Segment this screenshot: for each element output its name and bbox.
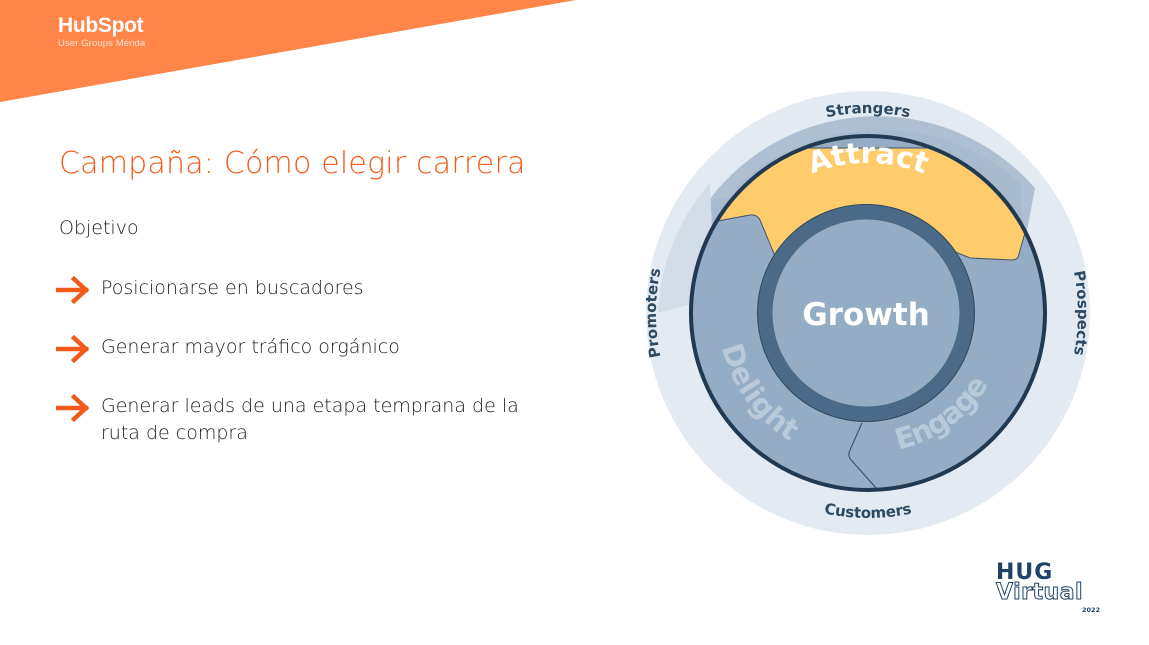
arrow-right-icon	[56, 335, 90, 363]
slide-title: Campaña: Cómo elegir carrera	[59, 146, 526, 181]
objectives-list: Posicionarse en buscadores Generar mayor…	[56, 275, 576, 477]
growth-ring	[757, 204, 975, 422]
brand-text: HubSpot	[58, 14, 144, 37]
virtual-text: Virtual	[996, 580, 1084, 605]
brand-name: HubSpot	[58, 15, 145, 37]
objective-heading: Objetivo	[59, 217, 139, 239]
hug-text: HUG	[996, 560, 1054, 585]
arrow-right-icon	[56, 276, 90, 304]
year-text: 2022	[1082, 606, 1101, 614]
attract-segment	[691, 147, 1045, 261]
bullet-text: Generar mayor tráfico orgánico	[101, 336, 400, 358]
brand-subtitle: User Groups Mérida	[58, 38, 146, 49]
hug-virtual-logo: HUG Virtual 2022	[996, 562, 1106, 622]
bullet-text: Posicionarse en buscadores	[101, 277, 364, 299]
prospects-label: Prospects	[1070, 269, 1092, 357]
bullet-text: Generar leads de una etapa temprana de l…	[101, 395, 519, 444]
engage-divider	[848, 422, 886, 490]
flywheel-diagram: Growth Attract Engage Delight Strangers …	[642, 91, 1092, 535]
wheel-border	[689, 134, 1047, 492]
growth-label: Growth	[802, 297, 930, 333]
hubspot-logo: HubSpot User Groups Mérida	[58, 15, 146, 50]
list-item: Generar leads de una etapa temprana de l…	[56, 393, 576, 447]
promoters-label: Promoters	[642, 266, 665, 359]
list-item: Posicionarse en buscadores	[56, 275, 576, 304]
strangers-label: Strangers	[824, 99, 912, 121]
customers-label: Customers	[823, 499, 913, 522]
arrow-right-icon	[56, 394, 90, 422]
list-item: Generar mayor tráfico orgánico	[56, 334, 576, 363]
